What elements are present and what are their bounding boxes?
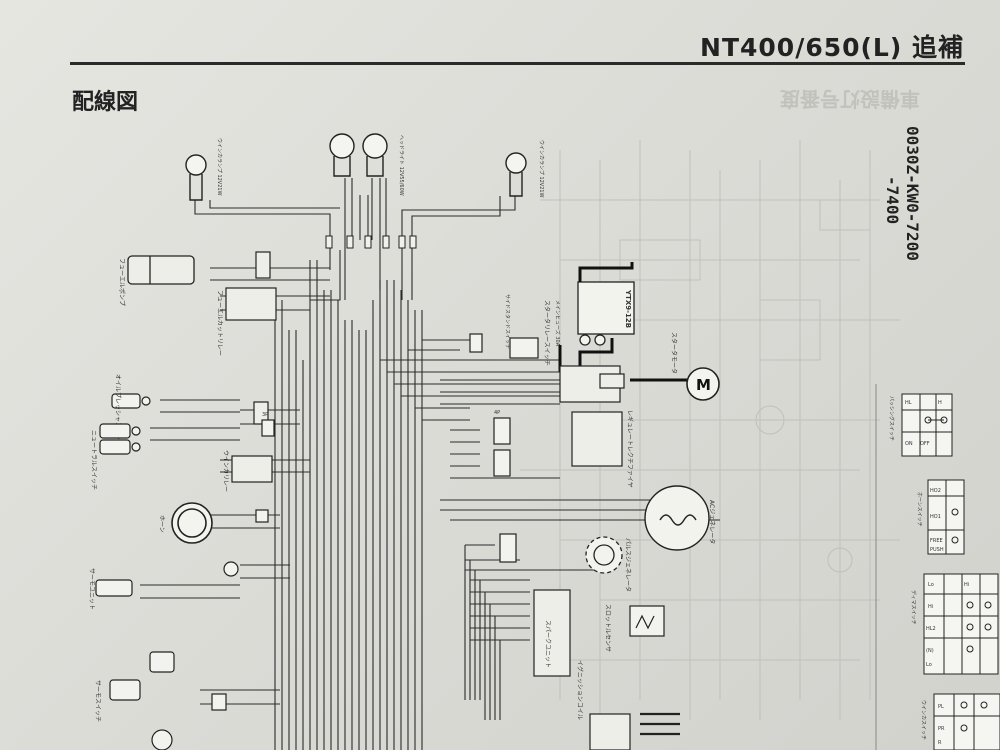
pulse-generator-icon (585, 536, 623, 574)
lamp-labels: ウインカランプ 12V21W ヘッドライト 12V55/60W ウインカランプ … (216, 135, 545, 198)
table-header: PR (938, 726, 945, 732)
header-rule (70, 62, 965, 65)
ignition-coil-label: イグニッションコイル (576, 660, 584, 720)
thermo-switch-label: サーモスイッチ (94, 680, 101, 722)
connector-strip (325, 235, 417, 249)
starter-relay-label: スタータリレースイッチ (543, 300, 551, 366)
winker-lamp-label: ウインカランプ 12V21W (538, 140, 545, 198)
table-title: ディマスイッチ (910, 590, 917, 625)
connector-3p-label: 3P (262, 412, 268, 418)
fuel-pump-label: フューエルポンプ (118, 258, 126, 306)
headlight-label: ヘッドライト 12V55/60W (398, 135, 404, 196)
battery-label: YTX9-12B (624, 289, 632, 328)
header-title: NT400/650(L) 追補 (700, 33, 964, 62)
table-header: PL (938, 704, 944, 710)
table-row-label: R (938, 740, 942, 746)
fuel-cut-relay-label: フューエルカットリレー (216, 290, 223, 356)
main-fuse-label: メインヒューズ 30A (554, 300, 561, 347)
table-row-label: OFF (920, 441, 930, 447)
table-row-label: PUSH (930, 547, 944, 553)
fuel-cut-relay-icon (225, 251, 277, 321)
table-row-label: FREE (930, 538, 943, 544)
starter-motor-label: スタータモータ (670, 332, 678, 374)
table-header: HO2 (930, 488, 941, 494)
passing-switch-table (901, 393, 953, 457)
horn-icon (171, 502, 213, 544)
table-title: パッシングスイッチ (888, 396, 895, 441)
table-header: Hi (928, 604, 933, 610)
table-header: Lo (928, 582, 934, 588)
battery-icon (577, 281, 635, 346)
ghost-text: 車備設灯号番度 (779, 87, 920, 111)
ignition-coil-icon (589, 712, 680, 750)
winker-lamp-left-icon (185, 154, 207, 176)
table-header: HO1 (930, 514, 941, 520)
spark-unit-icon (533, 589, 571, 677)
throttle-sensor-icon (629, 605, 665, 637)
oil-pressure-switch-label: オイルプレッシャスイッチ (114, 374, 121, 446)
neutral-switch-icon (99, 423, 141, 455)
table-row-label: Hi (964, 582, 969, 588)
motor-symbol: M (696, 376, 711, 394)
starter-relay-icon (559, 365, 625, 403)
side-stand-switch-label: サイドスタンドスイッチ (504, 294, 511, 349)
table-row-label: ON (905, 441, 913, 447)
lamp-group (185, 133, 527, 201)
fuel-pump-icon (127, 255, 195, 285)
ac-generator-label: ACジェネレータ (708, 500, 716, 544)
connector-boxes (211, 333, 539, 711)
spark-unit-label: スパークユニット (544, 620, 551, 668)
headlight-bulb-icon (329, 133, 355, 159)
table-header: HL (905, 400, 912, 406)
headlight-bulb-icon (362, 133, 388, 159)
oil-pressure-switch-icon (111, 393, 151, 409)
winker-relay-icon (231, 401, 273, 483)
neutral-switch-label: ニュートラルスイッチ (90, 430, 97, 490)
pulse-generator-label: パルスジェネレータ (624, 538, 632, 592)
horn-label: ホーン (158, 515, 165, 533)
table-header: H (938, 400, 942, 406)
thermo-unit-label: サーモユニット (88, 568, 95, 610)
page-title: 配線図 (72, 90, 139, 115)
ac-generator-icon (644, 485, 710, 551)
horn-switch-table (927, 479, 965, 555)
battery-cable (558, 262, 690, 382)
connector-4p-label: 4P (494, 410, 500, 416)
starter-motor-icon: M (686, 367, 720, 401)
regulator-rectifier-icon (571, 411, 623, 467)
dimmer-switch-table (923, 573, 999, 675)
thermo-switch-icon (109, 651, 175, 750)
thermo-unit-icon (95, 579, 133, 597)
table-title: ホーンスイッチ (916, 492, 922, 527)
table-header: HL2 (926, 626, 936, 632)
winker-switch-table (933, 693, 1000, 750)
winker-relay-label: ウインカリレー (222, 450, 230, 492)
table-title: ウインカスイッチ (920, 700, 927, 740)
regulator-rectifier-label: レギュレートレクチファイヤ (626, 410, 633, 488)
winker-lamp-right-icon (505, 152, 527, 174)
throttle-sensor-label: スロットルセンサ (604, 604, 611, 652)
table-row-label: Lo (926, 662, 932, 668)
table-row-label: (N) (926, 648, 934, 654)
winker-lamp-label: ウインカランプ 12V21W (216, 138, 223, 196)
